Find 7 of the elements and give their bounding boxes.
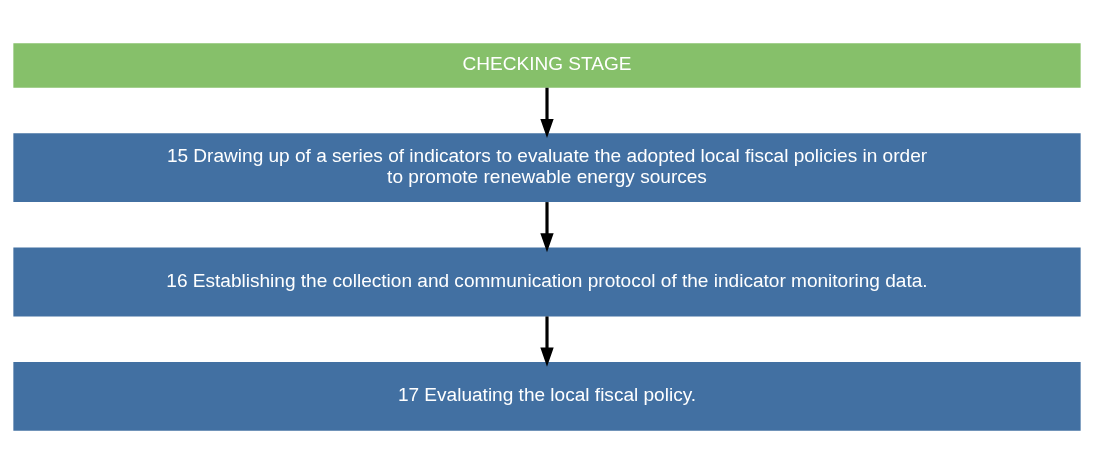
arrow: [540, 87, 554, 138]
node-box: 15 Drawing up of a series of indicators to evaluate the adopted local fiscal policies in order to promote renewable energy sources: [13, 132, 1081, 202]
node-box: 16 Establishing the collection and communication protocol of the indicator monitoring data.: [13, 247, 1081, 316]
node-box: CHECKING STAGE: [13, 42, 1081, 88]
node-box: 17 Evaluating the local fiscal policy.: [13, 361, 1081, 431]
arrow: [540, 201, 554, 252]
arrow: [540, 315, 554, 367]
